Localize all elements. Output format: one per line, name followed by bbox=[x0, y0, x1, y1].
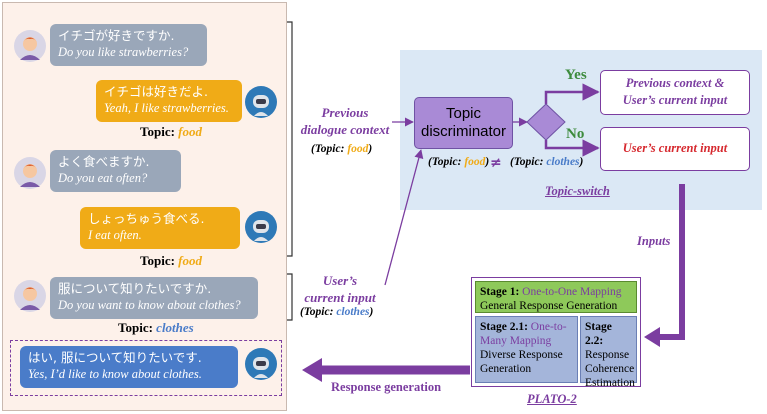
no-label: No bbox=[566, 126, 585, 142]
label-line: Previous context & bbox=[625, 76, 725, 90]
user-message: イチゴが好きですか. Do you like strawberries? bbox=[50, 24, 207, 66]
label-line: User’s bbox=[322, 273, 358, 288]
robot-avatar-icon bbox=[245, 211, 277, 243]
chat-panel bbox=[2, 2, 287, 411]
context-bracket bbox=[287, 21, 293, 257]
user-avatar-icon bbox=[14, 30, 46, 62]
topic-comparison-left: (Topic: food) bbox=[428, 156, 490, 168]
topic-tag: Topic: food bbox=[140, 124, 202, 140]
label-line: User’s current input bbox=[622, 141, 728, 155]
decision-diamond bbox=[526, 103, 566, 141]
message-en: Do you like strawberries? bbox=[58, 45, 189, 59]
label-line: current input bbox=[304, 290, 376, 305]
bot-message: イチゴは好きだよ. Yeah, I like strawberries. bbox=[96, 80, 242, 122]
label-line: dialogue context bbox=[300, 122, 390, 137]
users-input-topic: (Topic: clothes) bbox=[300, 306, 374, 318]
topic-tag: Topic: food bbox=[140, 253, 202, 269]
message-jp: イチゴが好きですか. bbox=[58, 28, 175, 43]
generated-response: はい, 服について知りたいです. Yes, I’d like to know a… bbox=[20, 346, 238, 388]
message-en: Do you eat often? bbox=[58, 171, 148, 185]
topic-value: food bbox=[178, 253, 203, 268]
topic-label: Topic: bbox=[140, 253, 175, 268]
topic-discriminator-box: Topic discriminator bbox=[414, 97, 513, 149]
topic-value: food bbox=[178, 124, 203, 139]
no-output-box: User’s current input bbox=[600, 127, 750, 171]
topic-tag: Topic: clothes bbox=[118, 320, 194, 336]
message-en: I eat often. bbox=[88, 228, 142, 242]
robot-avatar-icon bbox=[245, 348, 277, 380]
generated-response-box bbox=[10, 340, 282, 396]
label-line: discriminator bbox=[420, 123, 507, 140]
message-en: Yeah, I like strawberries. bbox=[104, 101, 229, 115]
yes-label: Yes bbox=[565, 67, 587, 83]
user-message: 服について知りたいですか. Do you want to know about … bbox=[50, 277, 258, 319]
bot-message: しょっちゅう食べる. I eat often. bbox=[80, 207, 240, 249]
input-bracket bbox=[287, 273, 293, 321]
topic-value: clothes bbox=[156, 320, 194, 335]
response-generation-label: Response generation bbox=[331, 380, 442, 394]
user-message: よく食べますか. Do you eat often? bbox=[50, 150, 181, 192]
label-line: Previous bbox=[321, 105, 369, 120]
previous-context-label: Previous dialogue context bbox=[292, 104, 398, 138]
message-jp: はい, 服について知りたいです. bbox=[28, 350, 202, 365]
topic-label: Topic: bbox=[140, 124, 175, 139]
stage1-box: Stage 1: One-to-One Mapping General Resp… bbox=[475, 281, 637, 313]
topic-switch-caption: Topic-switch bbox=[545, 184, 610, 198]
user-avatar-icon bbox=[14, 157, 46, 189]
label-line: User’s current input bbox=[622, 93, 728, 107]
topic-label: Topic: bbox=[118, 320, 153, 335]
message-jp: よく食べますか. bbox=[58, 154, 150, 169]
yes-output-box: Previous context & User’s current input bbox=[600, 70, 750, 115]
previous-context-topic: (Topic: food) bbox=[311, 143, 373, 155]
message-en: Yes, I’d like to know about clothes. bbox=[28, 367, 202, 381]
not-equal-sign: ≠ bbox=[490, 155, 502, 171]
stage22-box: Stage 2.2: Response Coherence Estimation bbox=[580, 316, 637, 389]
robot-avatar-icon bbox=[245, 86, 277, 118]
stage21-box: Stage 2.1: One-to-Many Mapping Diverse R… bbox=[475, 316, 578, 383]
plato-caption: PLATO-2 bbox=[527, 392, 577, 406]
users-input-label: User’s current input bbox=[298, 272, 382, 306]
message-jp: 服について知りたいですか. bbox=[58, 281, 212, 296]
label-line: Topic bbox=[445, 105, 482, 122]
user-avatar-icon bbox=[14, 280, 46, 312]
message-en: Do you want to know about clothes? bbox=[58, 298, 241, 312]
message-jp: イチゴは好きだよ. bbox=[104, 84, 208, 99]
inputs-label: Inputs bbox=[637, 234, 671, 248]
topic-comparison-right: (Topic: clothes) bbox=[510, 156, 584, 168]
message-jp: しょっちゅう食べる. bbox=[88, 211, 205, 226]
